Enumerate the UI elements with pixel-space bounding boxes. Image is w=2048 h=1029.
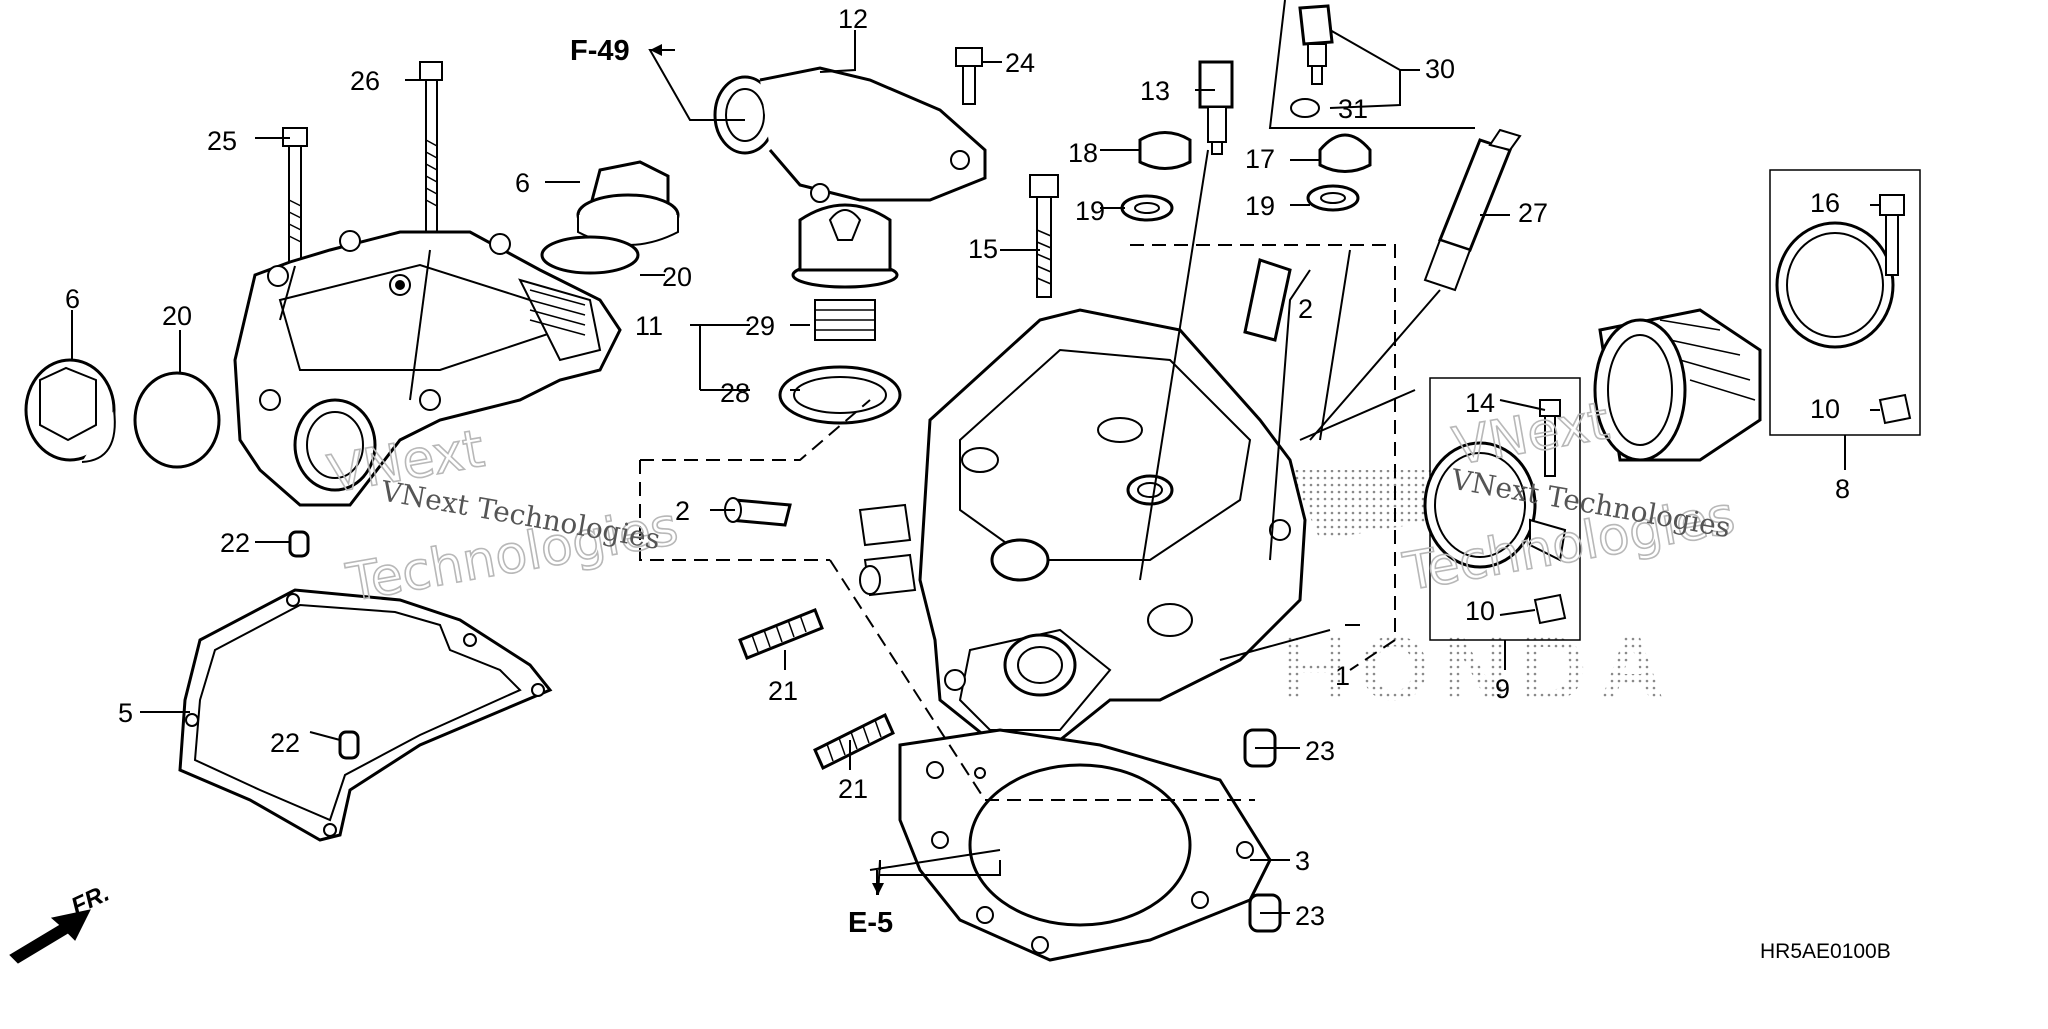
ref-top-arrow bbox=[650, 44, 662, 56]
part-17-cap-nut bbox=[1318, 133, 1372, 173]
part-26-bolt bbox=[419, 61, 443, 251]
part-20-o-ring-left bbox=[133, 371, 221, 469]
callout-22-lower: 22 bbox=[270, 728, 300, 758]
callout-15: 15 bbox=[968, 234, 998, 264]
callout-26: 26 bbox=[350, 66, 380, 96]
callout-21-upper: 21 bbox=[768, 676, 798, 706]
callout-14: 14 bbox=[1465, 388, 1495, 418]
part-31-washer bbox=[1290, 98, 1320, 118]
intake-insulator bbox=[1593, 308, 1762, 462]
callout-20-left: 20 bbox=[162, 301, 192, 331]
part-27-spark-plug bbox=[1423, 128, 1522, 292]
callout-10-right: 10 bbox=[1810, 394, 1840, 424]
callout-labels: 26 25 6 20 6 20 12 24 13 18 19 15 17 19 … bbox=[65, 4, 1850, 931]
callout-19-right: 19 bbox=[1245, 191, 1275, 221]
group-9-intake-clamp bbox=[1423, 377, 1581, 641]
callout-6-left: 6 bbox=[65, 284, 80, 314]
part-22-dowel-upper bbox=[288, 530, 310, 558]
part-12-thermostat-cover bbox=[713, 66, 987, 203]
callout-20-upper: 20 bbox=[662, 262, 692, 292]
callout-10-mid: 10 bbox=[1465, 596, 1495, 626]
callout-30: 30 bbox=[1425, 54, 1455, 84]
callout-27: 27 bbox=[1518, 198, 1548, 228]
callout-31: 31 bbox=[1338, 94, 1368, 124]
part-3-head-gasket bbox=[898, 728, 1272, 962]
part-30-box-outline bbox=[1268, 0, 1475, 129]
callout-22-upper: 22 bbox=[220, 528, 250, 558]
group-8-clamp bbox=[1769, 169, 1921, 436]
callout-2-left: 2 bbox=[675, 496, 690, 526]
callout-11: 11 bbox=[635, 311, 663, 341]
part-1-dashed-frame bbox=[639, 244, 1396, 801]
ref-f49: F-49 bbox=[570, 35, 630, 67]
part-29-thermostat bbox=[791, 203, 899, 341]
diagram-code: HR5AE0100B bbox=[1760, 940, 1891, 963]
part-6-cap-left bbox=[24, 358, 116, 463]
part-18-nut bbox=[1138, 131, 1192, 170]
callout-25: 25 bbox=[207, 126, 237, 156]
part-21-stud-upper bbox=[738, 608, 824, 660]
ref-bottom-arrow bbox=[872, 883, 884, 895]
part-22-dowel-lower bbox=[338, 730, 360, 760]
part-2-guide-left bbox=[724, 497, 792, 527]
part-24-bolt bbox=[955, 47, 983, 105]
callout-9: 9 bbox=[1495, 674, 1510, 704]
part-13-sensor bbox=[1198, 60, 1234, 155]
part-20-o-ring-upper bbox=[540, 235, 640, 275]
callout-16: 16 bbox=[1810, 188, 1840, 218]
callout-1: 1 bbox=[1335, 661, 1350, 691]
part-30-sensor bbox=[1298, 4, 1334, 85]
callout-28: 28 bbox=[720, 378, 750, 408]
part-25-bolt bbox=[282, 127, 308, 267]
ref-e5: E-5 bbox=[848, 907, 893, 939]
part-2-dowels-extra bbox=[858, 503, 917, 597]
callout-24: 24 bbox=[1005, 48, 1035, 78]
honda-wordmark: HONDA bbox=[1280, 618, 1677, 720]
callout-23-upper: 23 bbox=[1305, 736, 1335, 766]
part-5-cover-gasket bbox=[178, 588, 553, 842]
callout-21-lower: 21 bbox=[838, 774, 868, 804]
part-21-stud-lower bbox=[813, 712, 895, 771]
callout-5: 5 bbox=[118, 698, 133, 728]
callout-17: 17 bbox=[1245, 144, 1275, 174]
callout-6-upper: 6 bbox=[515, 168, 530, 198]
part-6-cap-upper bbox=[576, 160, 680, 246]
callout-18: 18 bbox=[1068, 138, 1098, 168]
callout-23-lower: 23 bbox=[1295, 901, 1325, 931]
cylinder-head-cover bbox=[233, 230, 622, 507]
front-arrow: FR. bbox=[9, 880, 114, 964]
callout-8: 8 bbox=[1835, 474, 1850, 504]
part-1-cylinder-head bbox=[918, 308, 1307, 786]
callout-12: 12 bbox=[838, 4, 868, 34]
callout-2-right: 2 bbox=[1298, 294, 1313, 324]
part-15-bolt bbox=[1029, 174, 1059, 298]
part-2-guide-vertical bbox=[1243, 258, 1292, 342]
callout-19-left: 19 bbox=[1075, 196, 1105, 226]
callout-29: 29 bbox=[745, 311, 775, 341]
callout-13: 13 bbox=[1140, 76, 1170, 106]
callout-3: 3 bbox=[1295, 846, 1310, 876]
